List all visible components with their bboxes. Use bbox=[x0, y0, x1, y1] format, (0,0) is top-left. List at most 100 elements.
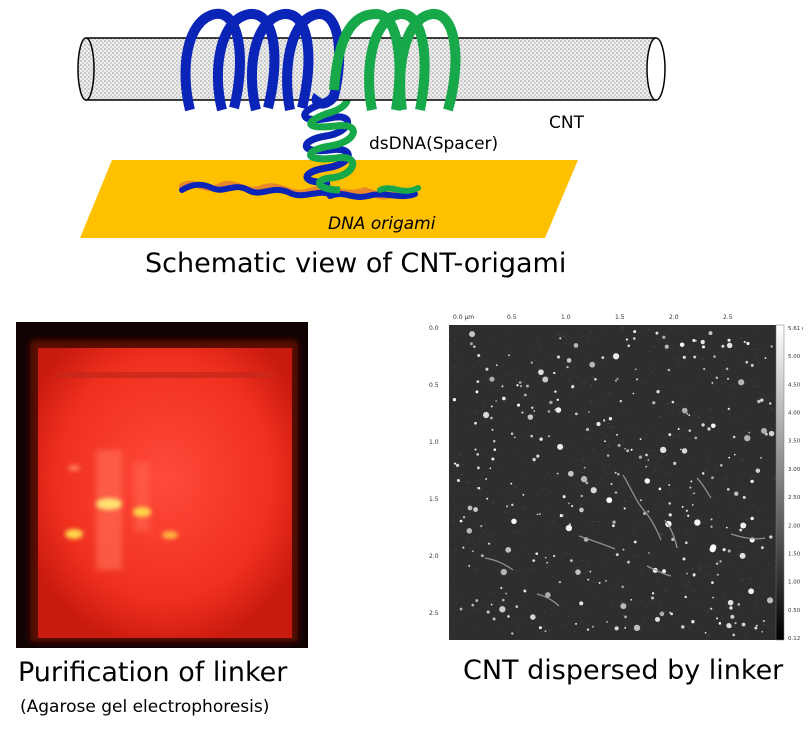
afm-particles bbox=[452, 330, 775, 637]
afm-particle bbox=[647, 510, 650, 513]
afm-particle bbox=[477, 354, 481, 358]
afm-particle bbox=[769, 402, 772, 405]
afm-particle bbox=[588, 411, 590, 413]
afm-particle bbox=[701, 423, 705, 427]
afm-particle bbox=[552, 554, 556, 558]
afm-particle bbox=[554, 390, 557, 393]
afm-particle bbox=[544, 556, 547, 559]
afm-particle bbox=[556, 398, 559, 402]
afm-particle bbox=[633, 540, 637, 544]
afm-particle bbox=[737, 603, 741, 606]
afm-particle bbox=[704, 631, 707, 634]
afm-particle bbox=[720, 464, 723, 467]
afm-particle bbox=[760, 398, 764, 402]
afm-particle bbox=[570, 559, 573, 562]
afm-particle bbox=[554, 408, 557, 411]
afm-particle bbox=[648, 552, 650, 554]
afm-particle bbox=[745, 360, 749, 364]
afm-particle bbox=[469, 331, 476, 338]
afm-particle bbox=[718, 622, 722, 625]
afm-particle bbox=[659, 611, 665, 617]
afm-particle bbox=[516, 403, 521, 407]
afm-particle bbox=[632, 392, 635, 395]
afm-particle bbox=[722, 548, 726, 552]
afm-particle bbox=[502, 396, 506, 401]
afm-particle bbox=[638, 455, 643, 459]
afm-particle bbox=[606, 497, 613, 504]
afm-particle bbox=[606, 454, 610, 457]
afm-particle bbox=[625, 338, 628, 341]
afm-particle bbox=[632, 337, 636, 340]
afm-particle bbox=[506, 505, 509, 508]
afm-y-axis: 0.00.51.01.52.02.5 bbox=[429, 325, 439, 617]
afm-particle bbox=[671, 400, 675, 404]
afm-particle bbox=[594, 377, 597, 381]
afm-particle bbox=[485, 478, 488, 480]
gel-subcaption: (Agarose gel electrophoresis) bbox=[20, 697, 270, 717]
afm-x-tick-label: 1.5 bbox=[615, 314, 625, 321]
afm-particle bbox=[738, 379, 745, 386]
green-linker-helix bbox=[329, 8, 461, 112]
afm-particle bbox=[590, 487, 597, 494]
afm-particle bbox=[499, 606, 506, 613]
afm-particle bbox=[694, 519, 701, 526]
afm-particle bbox=[750, 516, 754, 521]
afm-particle bbox=[623, 507, 626, 510]
afm-particle bbox=[566, 365, 569, 369]
afm-particle bbox=[687, 514, 690, 517]
afm-particle bbox=[727, 377, 729, 380]
afm-particle bbox=[655, 616, 660, 622]
spacer-label: dsDNA(Spacer) bbox=[369, 134, 498, 154]
afm-particle bbox=[466, 528, 473, 534]
afm-scale-tick-label: 4.00 bbox=[788, 411, 801, 417]
afm-particle bbox=[453, 462, 457, 465]
afm-scale-tick-label: 2.00 bbox=[788, 523, 801, 529]
afm-particle bbox=[662, 335, 666, 339]
afm-particle bbox=[682, 355, 686, 359]
afm-particle bbox=[579, 601, 584, 606]
afm-particle bbox=[467, 505, 473, 511]
afm-particle bbox=[694, 339, 697, 342]
afm-particle bbox=[739, 528, 743, 532]
afm-particle bbox=[474, 421, 477, 425]
afm-particle bbox=[507, 615, 510, 618]
afm-particle bbox=[727, 599, 734, 606]
afm-particle bbox=[547, 410, 551, 413]
afm-particle bbox=[668, 433, 672, 436]
afm-particle bbox=[716, 573, 719, 576]
afm-particle bbox=[760, 546, 764, 550]
afm-particle bbox=[622, 548, 625, 551]
afm-particle bbox=[557, 443, 564, 450]
afm-particle bbox=[612, 353, 620, 360]
afm-particle bbox=[656, 390, 660, 394]
afm-particle bbox=[732, 633, 736, 637]
afm-particle bbox=[711, 581, 714, 584]
afm-particle bbox=[680, 448, 682, 451]
afm-scale-tick-label: 0.50 bbox=[788, 608, 801, 614]
afm-particle bbox=[630, 448, 633, 451]
afm-particle bbox=[532, 559, 536, 562]
afm-particle bbox=[589, 361, 596, 368]
afm-particle bbox=[769, 535, 773, 539]
afm-cnt-fibers bbox=[484, 474, 766, 607]
afm-particle bbox=[510, 432, 514, 435]
afm-particle bbox=[701, 345, 705, 349]
afm-particle bbox=[691, 503, 694, 506]
afm-particle bbox=[728, 456, 731, 459]
afm-particle bbox=[700, 339, 705, 345]
afm-particle bbox=[710, 525, 713, 528]
afm-particle bbox=[624, 447, 626, 450]
afm-particle bbox=[456, 479, 460, 483]
afm-particle bbox=[617, 472, 620, 476]
afm-particle bbox=[606, 620, 609, 623]
afm-particle bbox=[766, 597, 774, 604]
afm-particle bbox=[566, 358, 572, 363]
afm-particle bbox=[614, 379, 618, 382]
afm-particle bbox=[729, 606, 733, 610]
afm-particle bbox=[624, 615, 627, 619]
afm-particle bbox=[475, 599, 479, 602]
afm-particle bbox=[477, 486, 481, 490]
afm-particle bbox=[474, 448, 477, 451]
afm-particle bbox=[761, 427, 767, 434]
afm-particle bbox=[526, 384, 529, 388]
